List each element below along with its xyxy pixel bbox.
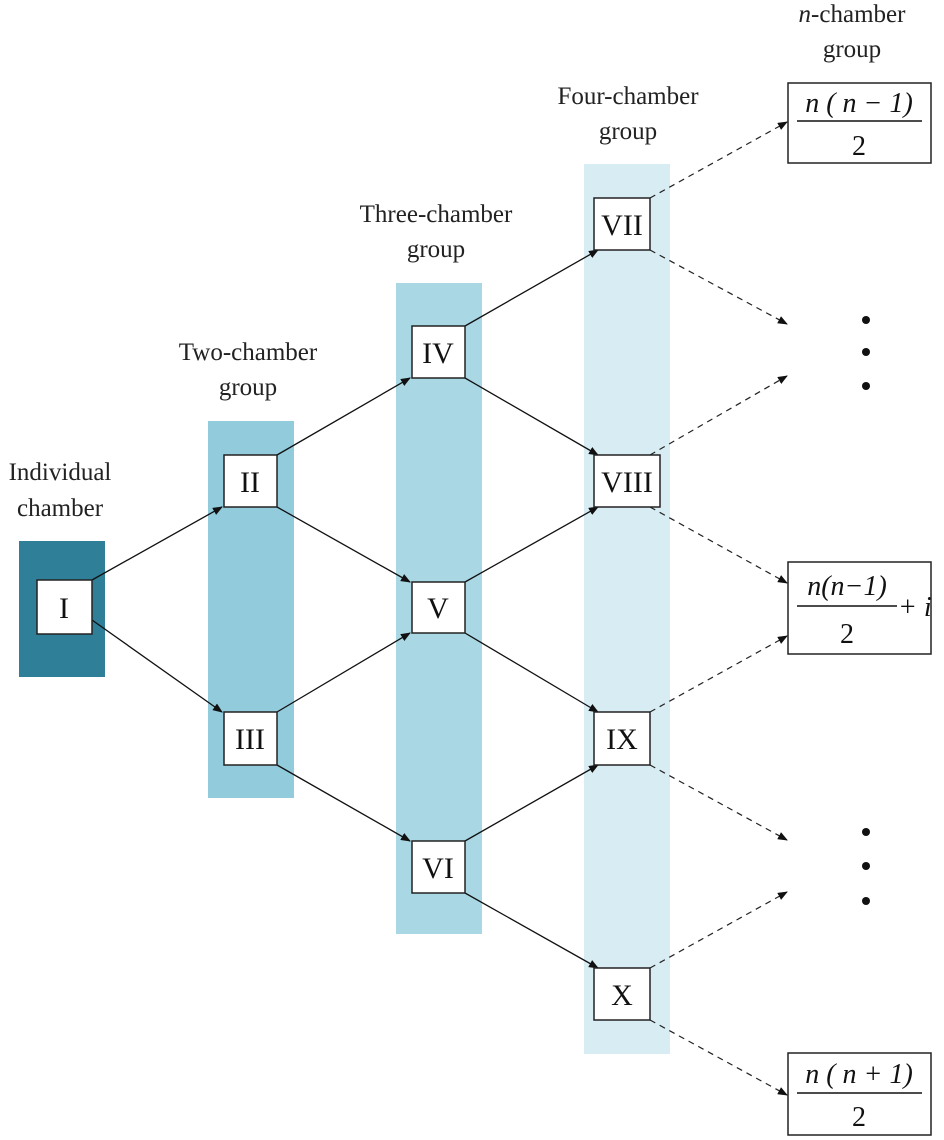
edge-II-V (276, 506, 411, 583)
edge-II-IV (276, 377, 411, 456)
node-V: V (411, 581, 466, 634)
formula-middle-suffix: + i (898, 592, 932, 623)
node-VII: VII (593, 197, 651, 251)
four-chamber-band (584, 164, 670, 1054)
node-I-label: I (59, 592, 69, 625)
formula-top-denominator: 2 (852, 131, 866, 162)
formula-middle-denominator: 2 (840, 619, 854, 650)
node-V-label: V (427, 592, 449, 625)
edge-III-VI (276, 764, 411, 842)
individual-chamber-heading: Individual (9, 459, 112, 486)
ellipsis-dot (862, 828, 870, 836)
node-IV: IV (411, 325, 466, 379)
node-III-label: III (235, 723, 265, 756)
formula-top-numerator: n ( n − 1) (805, 88, 913, 119)
node-II-label: II (240, 466, 260, 499)
ellipsis-lower (862, 828, 870, 905)
node-X-label: X (611, 979, 633, 1012)
node-VIII: VIII (593, 454, 661, 508)
two-chamber-heading-line2: group (219, 374, 277, 401)
n-chamber-heading-suffix: -chamber (811, 1, 906, 28)
four-chamber-heading: Four-chamber (557, 83, 699, 110)
formula-bottom-denominator: 2 (852, 1102, 866, 1133)
edge-V-IX (464, 632, 599, 713)
node-II: II (223, 454, 278, 508)
dashed-edge-IX-down (649, 764, 788, 841)
node-I: I (36, 579, 93, 635)
n-chamber-heading-line2: group (823, 36, 881, 63)
node-IV-label: IV (422, 337, 454, 370)
formula-bottom: n ( n + 1) 2 (787, 1052, 932, 1136)
edge-III-V (276, 632, 411, 713)
edge-V-VIII (464, 506, 599, 583)
n-chamber-heading: n-chamber (799, 1, 907, 28)
ellipsis-dot (862, 862, 870, 870)
edge-IV-VII (464, 249, 599, 327)
node-X: X (593, 967, 651, 1021)
two-chamber-heading: Two-chamber (179, 339, 318, 366)
node-VII-label: VII (601, 209, 643, 242)
ellipsis-upper (862, 316, 870, 390)
node-VI: VI (411, 840, 466, 894)
formula-top: n ( n − 1) 2 (787, 82, 932, 164)
dashed-edge-IX-up (649, 635, 788, 713)
three-chamber-heading-line2: group (407, 236, 465, 263)
node-III: III (223, 711, 278, 766)
dashed-edge-X-up (649, 891, 788, 969)
individual-chamber-heading-line2: chamber (17, 495, 104, 522)
three-chamber-heading: Three-chamber (360, 201, 513, 228)
ellipsis-dot (862, 316, 870, 324)
ellipsis-dot (862, 382, 870, 390)
dashed-edge-VIII-down (649, 506, 788, 584)
edge-VI-IX (464, 764, 599, 842)
edge-I-III (91, 619, 223, 713)
dashed-edge-VII-down (649, 249, 788, 325)
edge-VI-X (464, 892, 599, 969)
dashed-edge-VIII-up (649, 375, 788, 456)
node-IX-label: IX (606, 723, 638, 756)
formula-bottom-numerator: n ( n + 1) (805, 1059, 913, 1090)
edge-I-II (91, 506, 223, 581)
node-VI-label: VI (422, 852, 454, 885)
n-variable: n (799, 1, 812, 28)
ellipsis-dot (862, 348, 870, 356)
node-IX: IX (593, 711, 651, 766)
dashed-edge-X-bottom (649, 1019, 788, 1096)
ellipsis-dot (862, 897, 870, 905)
four-chamber-heading-line2: group (599, 118, 657, 145)
formula-middle: n(n−1) 2 + i (787, 561, 932, 655)
formula-middle-numerator: n(n−1) (807, 571, 887, 602)
node-VIII-label: VIII (601, 466, 653, 499)
edge-IV-VIII (464, 377, 599, 456)
dashed-edge-VII-top (649, 121, 788, 199)
